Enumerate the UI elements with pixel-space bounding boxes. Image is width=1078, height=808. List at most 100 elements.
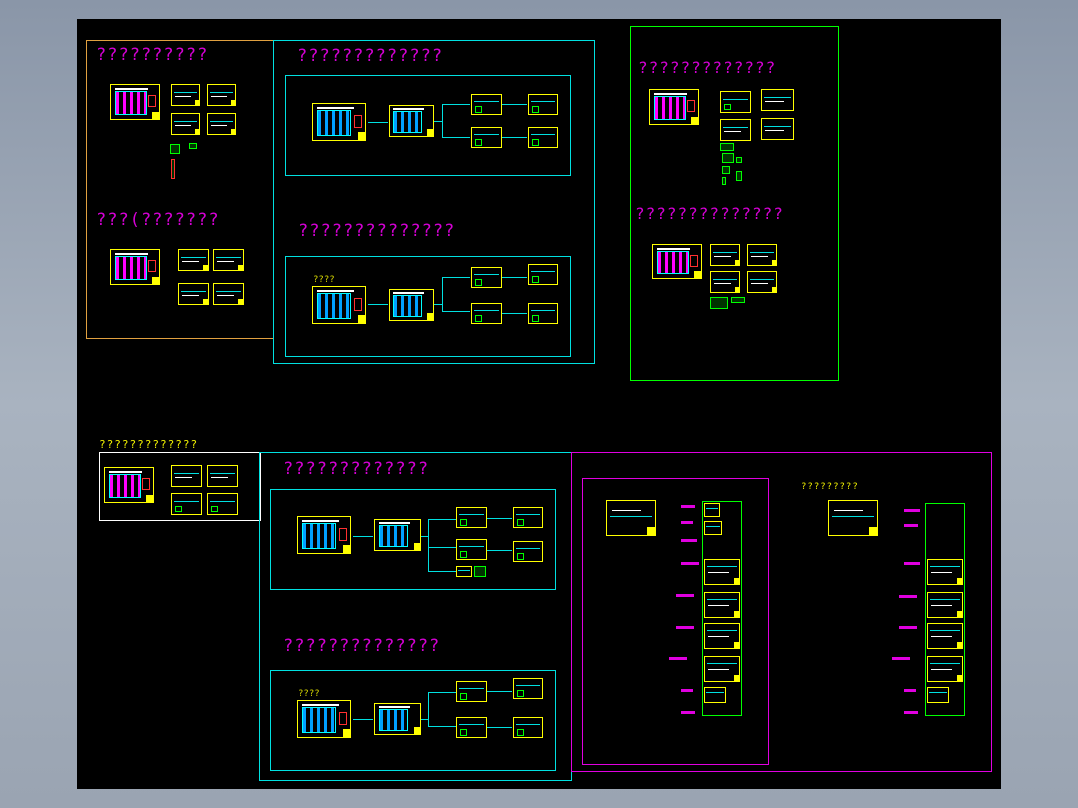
connector (502, 137, 527, 138)
sheet[interactable] (178, 283, 209, 305)
sheet[interactable] (456, 681, 487, 702)
sheet[interactable] (927, 592, 963, 618)
sheet[interactable] (471, 267, 502, 288)
sheet[interactable] (171, 84, 200, 106)
sheet[interactable] (171, 113, 200, 135)
sheet[interactable] (747, 244, 777, 266)
mini-part[interactable] (736, 157, 742, 163)
sheet[interactable] (171, 493, 202, 515)
sheet[interactable] (720, 91, 751, 113)
mech-assembly[interactable] (389, 105, 434, 137)
connector (421, 719, 428, 720)
connector (442, 277, 470, 278)
sheet[interactable] (704, 656, 740, 682)
title-s5: ????????????? (638, 58, 777, 77)
sheet[interactable] (513, 507, 543, 528)
mini-part[interactable] (170, 144, 180, 154)
sheet[interactable] (704, 592, 740, 618)
sheet[interactable] (528, 264, 558, 285)
sheet[interactable] (704, 687, 726, 703)
sheet[interactable] (704, 521, 722, 535)
sheet[interactable] (207, 113, 236, 135)
sheet[interactable] (471, 303, 502, 324)
sheet[interactable] (528, 94, 558, 115)
sheet[interactable] (471, 94, 502, 115)
mini-part[interactable] (474, 566, 486, 577)
connector (353, 536, 373, 537)
sheet-main[interactable] (110, 84, 160, 120)
mini-part[interactable] (171, 159, 175, 179)
sheet[interactable] (704, 623, 740, 649)
sheet[interactable] (207, 84, 236, 106)
frame-cyan-inner-4 (270, 670, 556, 771)
sheet[interactable] (513, 541, 543, 562)
annotation-mark (892, 657, 910, 660)
sheet[interactable] (720, 119, 751, 141)
sheet[interactable] (513, 717, 543, 738)
sheet[interactable] (927, 559, 963, 585)
mini-part[interactable] (189, 143, 197, 149)
mech-assembly[interactable] (297, 700, 351, 738)
sheet[interactable] (927, 687, 949, 703)
sheet-main[interactable] (649, 89, 699, 125)
sheet[interactable] (528, 127, 558, 148)
sheet[interactable] (178, 249, 209, 271)
connector (428, 547, 456, 548)
connector (502, 277, 527, 278)
connector (487, 727, 512, 728)
connector (502, 104, 527, 105)
mech-assembly[interactable] (374, 519, 421, 551)
sheet-main[interactable] (652, 244, 702, 279)
sheet[interactable] (456, 566, 472, 577)
sheet[interactable] (747, 271, 777, 293)
sheet-main[interactable] (104, 467, 154, 503)
mini-part[interactable] (722, 166, 730, 174)
sheet[interactable] (207, 493, 238, 515)
mini-part[interactable] (736, 171, 742, 181)
sheet[interactable] (710, 244, 740, 266)
sheet[interactable] (828, 500, 878, 536)
sheet[interactable] (704, 503, 720, 517)
frame-green-right (630, 26, 839, 381)
mini-part[interactable] (720, 143, 734, 151)
sheet[interactable] (213, 283, 244, 305)
annotation-mark (899, 626, 917, 629)
sheet[interactable] (606, 500, 656, 536)
mech-assembly[interactable] (312, 286, 366, 324)
sheet[interactable] (761, 118, 794, 140)
mech-assembly[interactable] (389, 289, 434, 321)
sheet[interactable] (207, 465, 238, 487)
sheet[interactable] (761, 89, 794, 111)
sheet[interactable] (456, 507, 487, 528)
mech-assembly[interactable] (374, 703, 421, 735)
sheet[interactable] (927, 623, 963, 649)
mech-assembly[interactable] (312, 103, 366, 141)
connector (428, 692, 429, 726)
sheet[interactable] (704, 559, 740, 585)
connector (442, 277, 443, 311)
sheet[interactable] (471, 127, 502, 148)
annotation-mark (904, 689, 916, 692)
sheet[interactable] (927, 656, 963, 682)
mech-assembly[interactable] (297, 516, 351, 554)
sheet[interactable] (528, 303, 558, 324)
sheet[interactable] (456, 717, 487, 738)
annotation-mark (681, 521, 693, 524)
sheet[interactable] (456, 539, 487, 560)
sheet[interactable] (710, 271, 740, 293)
sheet-main[interactable] (110, 249, 160, 285)
frame-cyan-inner-3 (270, 489, 556, 590)
sheet[interactable] (171, 465, 202, 487)
connector (442, 311, 470, 312)
mini-part[interactable] (710, 297, 728, 309)
mini-part[interactable] (722, 153, 734, 163)
sheet[interactable] (213, 249, 244, 271)
title-s8: ????????????? (283, 459, 430, 479)
title-s10: ????????? (801, 482, 859, 492)
mini-part[interactable] (731, 297, 745, 303)
sheet[interactable] (513, 678, 543, 699)
annotation-mark (681, 505, 695, 508)
mini-part[interactable] (722, 177, 726, 185)
connector (353, 719, 373, 720)
drawing-canvas[interactable]: ?????????? ????????????? ???(??????? ???… (77, 19, 1001, 789)
